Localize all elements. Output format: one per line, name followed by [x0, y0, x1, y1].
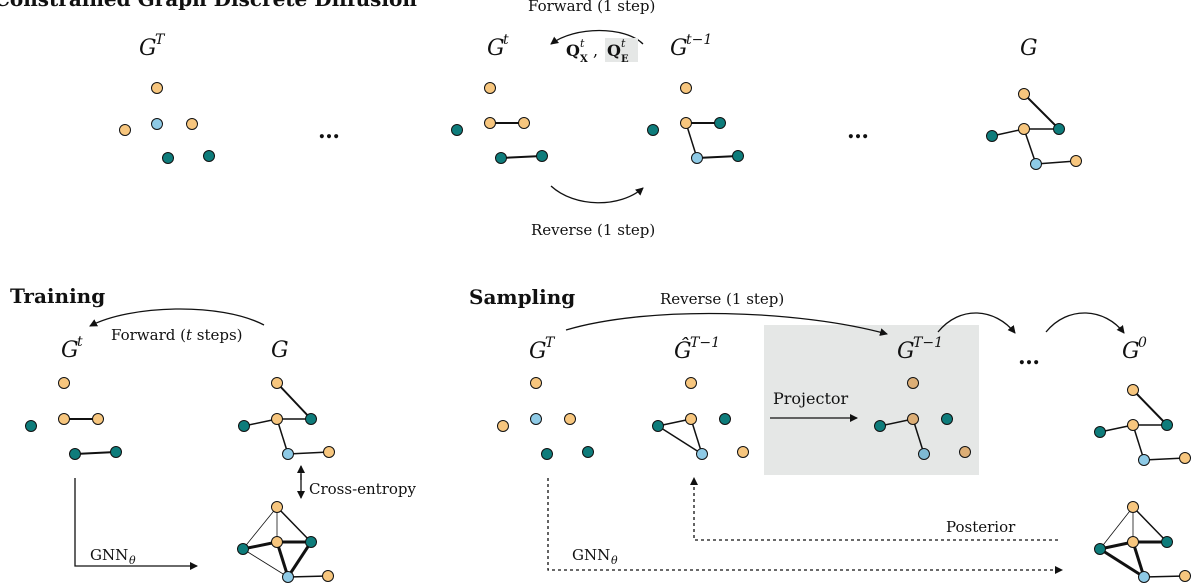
posterior-arrow [690, 477, 1058, 541]
train-gnn-label: GNN θ [90, 546, 136, 567]
graph-samp-gT [497, 377, 594, 460]
graph-samp-prediction [1094, 501, 1191, 583]
graph-train-prediction [237, 501, 334, 583]
train-gnn-arrow [74, 478, 198, 570]
samp-reverse-label: Reverse (1 step) [660, 290, 784, 308]
svg-text:Forward (t steps): Forward (t steps) [111, 326, 243, 344]
svg-text:Q: Q [566, 41, 580, 60]
graph-samp-ghat [652, 377, 749, 460]
graph-top-gt1 [647, 82, 744, 164]
svg-text:GNN: GNN [90, 546, 128, 564]
label-train-gt: G t [61, 334, 83, 363]
svg-text:G: G [487, 36, 505, 61]
svg-text:T: T [545, 335, 556, 351]
top-dots-1: … [318, 118, 340, 144]
graph-samp-gT1 [874, 377, 971, 460]
graph-train-gt [25, 377, 122, 460]
train-forward-label: Forward (t steps) [111, 326, 243, 344]
label-samp-gT: G T [529, 335, 556, 364]
qe-highlight [605, 38, 638, 62]
projector-label: Projector [773, 389, 849, 408]
samp-reverse-arrow [565, 312, 888, 336]
graph-top-gT [119, 82, 215, 164]
samp-arrow-to-dots [937, 312, 1016, 334]
graph-top-gt [451, 82, 548, 164]
graph-top-g [986, 88, 1082, 170]
projector-highlight [764, 325, 979, 475]
svg-text:G: G [271, 338, 289, 363]
title-sampling: Sampling [469, 285, 575, 309]
label-top-gt1: G t−1 [670, 32, 712, 61]
svg-text:T: T [155, 32, 166, 48]
q-matrices-label: Q t X , Q t E [566, 37, 629, 65]
svg-text:G: G [670, 36, 688, 61]
label-top-g: G [1020, 36, 1038, 61]
svg-text:T−1: T−1 [913, 335, 943, 351]
svg-text:,: , [593, 41, 598, 60]
svg-text:θ: θ [129, 554, 136, 567]
top-forward-label: Forward (1 step) [528, 0, 655, 15]
label-samp-g0: G 0 [1122, 335, 1147, 364]
label-top-gt: G t [487, 32, 509, 61]
samp-dots: … [1018, 344, 1040, 370]
svg-text:GNN: GNN [572, 546, 610, 564]
svg-text:θ: θ [611, 554, 618, 567]
svg-text:t−1: t−1 [686, 32, 712, 48]
svg-text:Ĝ: Ĝ [674, 337, 692, 364]
svg-text:G: G [1122, 339, 1140, 364]
top-dots-2: … [847, 118, 869, 144]
label-top-gT: G T [139, 32, 166, 61]
title-training: Training [10, 284, 105, 308]
svg-text:t: t [580, 37, 585, 50]
graph-samp-g0 [1094, 384, 1191, 466]
samp-arrow-to-g0 [1045, 312, 1125, 334]
top-reverse-label: Reverse (1 step) [531, 221, 655, 239]
svg-text:0: 0 [1138, 335, 1147, 351]
top-reverse-arrow [550, 185, 644, 204]
svg-text:G: G [61, 338, 79, 363]
samp-gnn-arrow [547, 478, 1063, 574]
posterior-label: Posterior [946, 518, 1016, 536]
graph-train-g [238, 377, 335, 460]
svg-text:T−1: T−1 [690, 335, 720, 351]
svg-text:t: t [503, 32, 509, 48]
svg-text:G: G [1020, 36, 1038, 61]
svg-text:E: E [621, 54, 629, 65]
svg-text:G: G [897, 339, 915, 364]
cross-entropy-label: Cross-entropy [309, 480, 417, 498]
svg-text:t: t [77, 334, 83, 350]
label-train-g: G [271, 338, 289, 363]
label-samp-ghat: Ĝ T−1 [674, 335, 720, 364]
title-top: Constrained Graph Discrete Diffusion [0, 0, 417, 11]
label-samp-gT1: G T−1 [897, 335, 943, 364]
svg-text:G: G [529, 339, 547, 364]
train-forward-arrow [89, 308, 265, 327]
svg-text:t: t [621, 37, 626, 50]
svg-text:X: X [580, 54, 588, 65]
svg-text:Q: Q [607, 41, 621, 60]
samp-gnn-label: GNN θ [572, 546, 618, 567]
svg-text:G: G [139, 36, 157, 61]
